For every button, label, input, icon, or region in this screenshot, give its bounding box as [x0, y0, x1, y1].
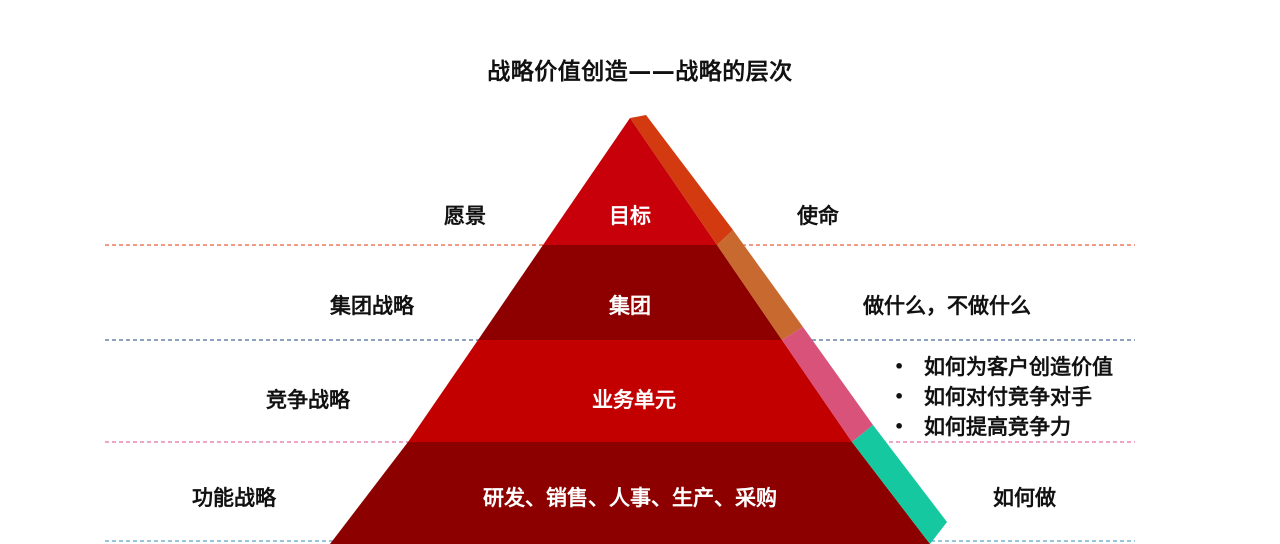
bullet-icon: • [894, 357, 905, 376]
left-label-functional-strategy: 功能战略 [192, 486, 276, 510]
bullet-icon: • [894, 387, 905, 406]
right-label-mission: 使命 [797, 204, 839, 228]
bullet-item: •如何对付竞争对手 [894, 382, 1113, 412]
edge-band-goal [630, 115, 733, 245]
tier-label-group: 集团 [609, 294, 651, 318]
pyramid-tier-group [478, 245, 782, 340]
bullet-item: •如何为客户创造价值 [894, 352, 1113, 382]
edge-band-function [852, 425, 947, 544]
left-label-vision: 愿景 [444, 204, 486, 228]
right-label-how-to-do: 如何做 [993, 486, 1056, 510]
pyramid-tier-goal [543, 118, 717, 245]
bullet-icon: • [894, 417, 905, 436]
pyramid-tier-function [330, 442, 930, 544]
page-title: 战略价值创造——战略的层次 [487, 59, 793, 85]
tier-label-functions: 研发、销售、人事、生产、采购 [483, 486, 777, 510]
pyramid-tier-business-unit [408, 340, 852, 442]
tier-label-goal: 目标 [609, 204, 651, 228]
edge-band-business-unit [782, 327, 873, 442]
tier-label-business-unit: 业务单元 [592, 388, 676, 412]
left-label-competitive-strategy: 竞争战略 [266, 388, 350, 412]
left-label-group-strategy: 集团战略 [330, 294, 414, 318]
right-label-what-to-do: 做什么，不做什么 [863, 294, 1031, 318]
right-bullet-list-competitive: •如何为客户创造价值 •如何对付竞争对手 •如何提高竞争力 [894, 352, 1113, 442]
bullet-item: •如何提高竞争力 [894, 412, 1113, 442]
edge-band-group [717, 230, 803, 340]
